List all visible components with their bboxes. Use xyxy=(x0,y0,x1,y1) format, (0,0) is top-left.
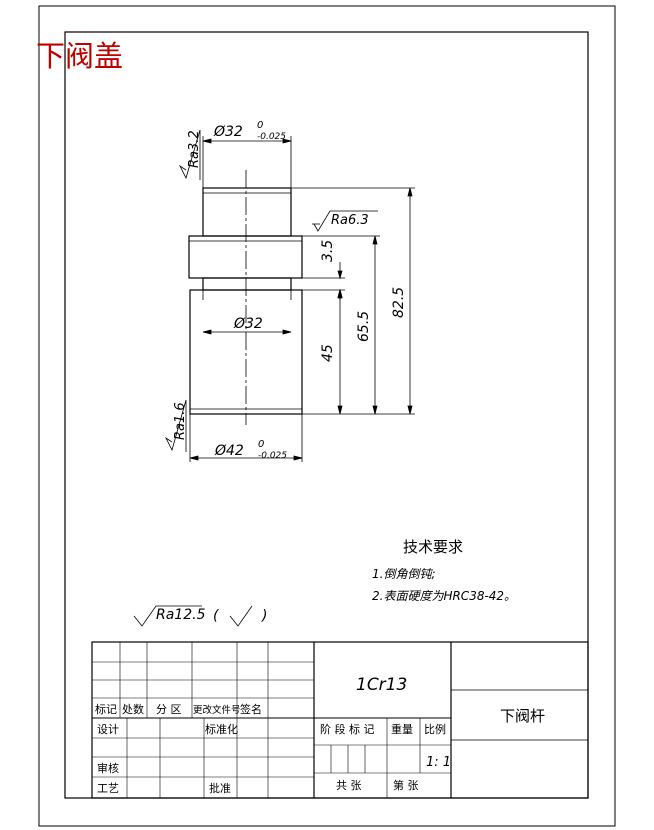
bottom-dia-tol-lower: -0.025 xyxy=(258,451,287,461)
inner-border xyxy=(64,31,589,799)
rev-header-mark: 标记 xyxy=(95,702,117,716)
top-dia-tol-lower: -0.025 xyxy=(257,132,286,142)
bottom-dia-tol-upper: 0 xyxy=(258,439,264,450)
dimension-lines xyxy=(189,138,413,461)
top-dia-label: Ø32 xyxy=(213,124,243,140)
approve-label: 批准 xyxy=(209,781,231,795)
len-65-5-label: 65.5 xyxy=(356,311,372,342)
sheet-no-label: 第 张 xyxy=(393,778,419,792)
stage-mark-label: 阶 段 标 记 xyxy=(320,722,375,736)
title-block xyxy=(91,641,589,799)
weight-label: 重量 xyxy=(391,722,413,736)
review-label: 审核 xyxy=(97,761,119,775)
design-label: 设计 xyxy=(97,723,119,736)
roughness-shoulder: Ra6.3 xyxy=(331,213,369,228)
scale-value: 1: 1 xyxy=(426,755,451,770)
roughness-symbols xyxy=(133,129,378,627)
extension-lines xyxy=(189,136,415,462)
len-45-label: 45 xyxy=(320,344,336,362)
rev-header-zone: 分 区 xyxy=(156,703,182,716)
roughness-paren-close: ) xyxy=(261,608,267,624)
tech-req-item-2: 2.表面硬度为HRC38-42。 xyxy=(372,589,516,603)
material-label: 1Cr13 xyxy=(356,675,407,695)
roughness-texts: Ra3.2 Ra6.3 Ra1.6 Ra12.5 ( ) xyxy=(156,130,369,624)
dimension-texts: Ø32 0 -0.025 Ø32 Ø42 0 -0.025 3.5 45 65.… xyxy=(213,120,407,461)
bottom-dia-label: Ø42 xyxy=(214,443,244,459)
rev-header-sign: 签名 xyxy=(240,702,262,716)
outer-border xyxy=(38,5,616,827)
mid-dia-label: Ø32 xyxy=(233,316,263,332)
roughness-bottom: Ra1.6 xyxy=(173,402,188,440)
len-3-5-label: 3.5 xyxy=(320,240,336,262)
process-label: 工艺 xyxy=(97,782,119,795)
tech-req-item-1: 1.倒角倒钝; xyxy=(372,567,436,581)
tech-requirements: 技术要求 1.倒角倒钝; 2.表面硬度为HRC38-42。 xyxy=(372,538,516,603)
rev-header-doc: 更改文件号 xyxy=(193,704,241,716)
roughness-paren-open: ( xyxy=(213,608,219,624)
standardize-label: 标准化 xyxy=(205,722,238,736)
total-sheets-label: 共 张 xyxy=(336,779,362,792)
roughness-general: Ra12.5 xyxy=(156,607,206,623)
shaft-part xyxy=(188,187,303,415)
part-title-overlay: 下阀盖 xyxy=(36,39,123,73)
roughness-top: Ra3.2 xyxy=(187,130,202,168)
len-82-5-label: 82.5 xyxy=(391,287,407,318)
title-block-texts: 标记 处数 分 区 更改文件号 签名 设计 标准化 审核 工艺 批准 1Cr13… xyxy=(95,675,545,795)
tech-req-title: 技术要求 xyxy=(403,538,463,556)
rev-header-count: 处数 xyxy=(122,703,144,716)
scale-label: 比例 xyxy=(424,722,446,736)
top-dia-tol-upper: 0 xyxy=(257,120,263,131)
part-name-label: 下阀杆 xyxy=(500,707,545,725)
